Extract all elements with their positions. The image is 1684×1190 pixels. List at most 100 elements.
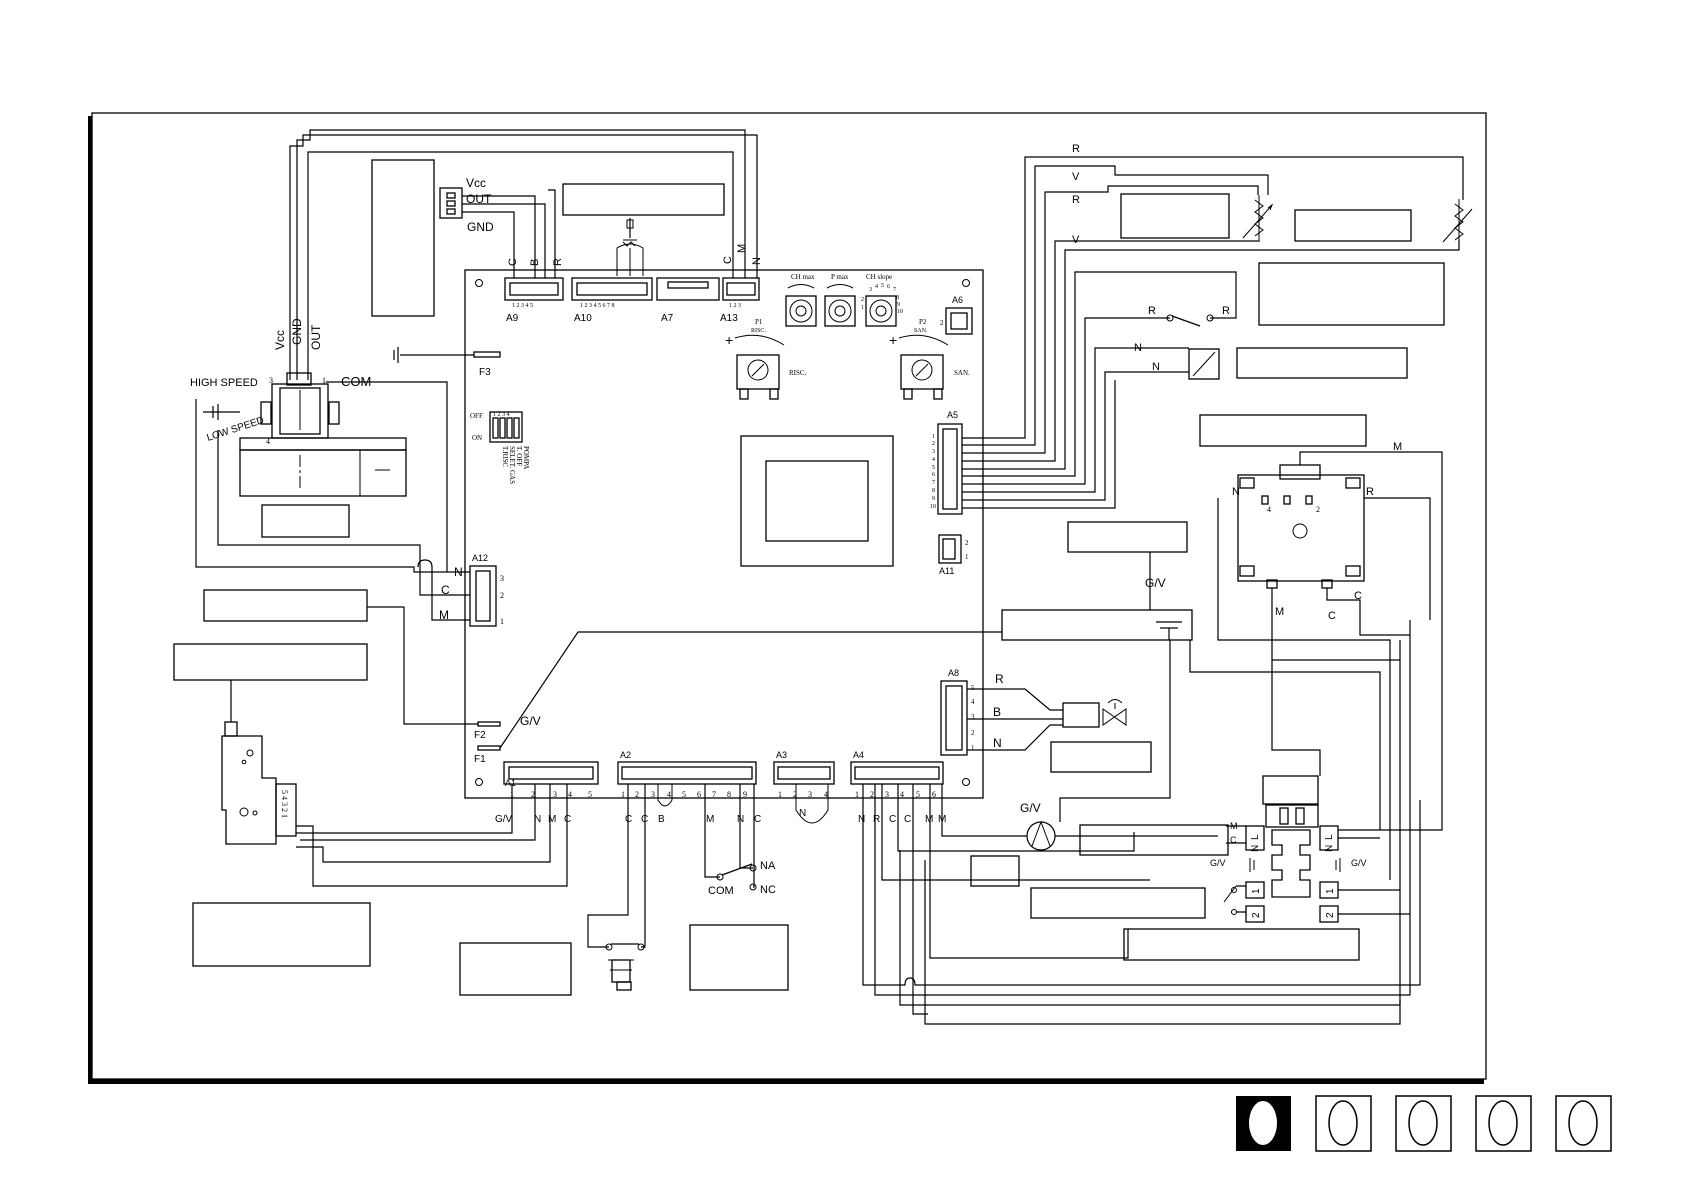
svg-text:4: 4 [900, 790, 904, 799]
svg-text:3: 3 [932, 449, 935, 455]
wire-a1-m: M [548, 814, 556, 825]
svg-text:2: 2 [870, 790, 874, 799]
label-a8: A8 [948, 668, 959, 678]
wire-r2: R [1072, 194, 1080, 206]
svg-text:2: 2 [1325, 912, 1336, 918]
wire-a1-gv: G/V [495, 814, 513, 825]
svg-text:5: 5 [881, 283, 884, 289]
svg-text:L: L [1250, 834, 1261, 840]
wire-a2-b: B [658, 814, 665, 825]
connector-a12: A12 3 2 1 [469, 553, 504, 627]
svg-text:9: 9 [897, 302, 900, 308]
a9-pin-r: R [552, 258, 564, 266]
wire-a12-c: C [441, 583, 450, 597]
page-indicator-3[interactable] [1395, 1095, 1452, 1152]
wiring [195, 129, 1464, 1025]
svg-text:1: 1 [621, 790, 625, 799]
svg-text:6: 6 [932, 790, 936, 799]
label-na: NA [760, 860, 776, 872]
wire-a8-r: R [995, 672, 1004, 686]
svg-text:3: 3 [808, 790, 812, 799]
wire-a2-c1: C [625, 814, 632, 825]
connector-a13: 1 2 3 A13 [720, 277, 760, 324]
label-sensor-gnd: GND [467, 220, 494, 234]
label-ch-slope: CH slope [866, 273, 892, 281]
svg-text:5: 5 [971, 684, 975, 692]
label-dip-on: ON [472, 434, 482, 442]
svg-text:1: 1 [965, 553, 969, 561]
svg-text:10: 10 [930, 504, 936, 510]
mount-hole [962, 279, 970, 287]
label-a4: A4 [853, 750, 864, 760]
svg-text:3: 3 [269, 376, 273, 385]
component-box [192, 902, 371, 967]
flow-switch: L N L N 1 2 1 2 M C G/V G/V [1210, 775, 1367, 923]
component-box [689, 924, 789, 991]
wire-a3-n: N [799, 808, 806, 819]
page-indicator-1[interactable] [1236, 1096, 1291, 1151]
trimmer-p1[interactable]: P1 RISC. + RISC. [725, 318, 807, 400]
label-p2-sub: SAN. [914, 328, 928, 334]
component-box [1294, 209, 1412, 242]
component-box [261, 504, 350, 538]
wire-sw-r2: R [1222, 305, 1230, 317]
relay-contact: NA NC COM [708, 860, 776, 897]
label-a12: A12 [472, 553, 488, 563]
svg-text:4: 4 [568, 790, 572, 799]
svg-text:2: 2 [531, 790, 535, 799]
label-a7: A7 [661, 313, 674, 324]
trimmer-p2[interactable]: P2 SAN. + SAN. [889, 318, 970, 400]
mount-hole [475, 279, 483, 287]
label-p-max: P max [831, 273, 849, 281]
label-a2: A2 [620, 750, 631, 760]
svg-text:8: 8 [932, 488, 935, 494]
a13-pin-m: M [736, 244, 748, 253]
wire-motor-c2: C [1354, 590, 1362, 602]
wire-a2-m: M [706, 814, 714, 825]
dip-switches[interactable]: OFF ON 1 2 3 4 POMPA T. OFF SELET. GAS T… [470, 411, 530, 484]
svg-text:L: L [1324, 834, 1335, 840]
svg-text:1: 1 [778, 790, 782, 799]
svg-text:2: 2 [971, 729, 975, 737]
gas-valve: 5 4 3 2 1 [221, 721, 297, 845]
ntc-thermistor-symbol [1242, 195, 1274, 240]
svg-text:2: 2 [861, 297, 864, 303]
page-indicator-5[interactable] [1555, 1095, 1612, 1152]
component-box [173, 643, 368, 681]
label-fan-out: OUT [309, 324, 323, 350]
svg-text:1: 1 [322, 376, 326, 385]
svg-text:4: 4 [932, 457, 935, 463]
earth-terminal-strip [1001, 609, 1193, 641]
component-box [1067, 521, 1188, 553]
page-selector[interactable] [1236, 1095, 1612, 1152]
svg-text:+: + [725, 332, 733, 348]
fuse-f3: F3 [393, 347, 501, 378]
a13-pin-c: C [722, 256, 734, 264]
label-a13: A13 [720, 313, 738, 324]
component-box [1199, 414, 1367, 447]
a13-pins: 1 2 3 [729, 303, 741, 309]
svg-text:4: 4 [667, 790, 671, 799]
wire-a8-n: N [993, 736, 1002, 750]
svg-text:5: 5 [588, 790, 592, 799]
svg-text:+: + [889, 332, 897, 348]
wire-a2-n: N [737, 814, 744, 825]
svg-text:1: 1 [971, 744, 975, 752]
knob-p-max[interactable]: P max [824, 273, 856, 327]
mount-hole [475, 778, 483, 786]
page-indicator-2[interactable] [1315, 1095, 1372, 1152]
connector-a8: A8 5 4 3 2 1 [940, 668, 975, 756]
svg-text:7: 7 [932, 480, 935, 486]
svg-text:8: 8 [727, 790, 731, 799]
knob-ch-slope[interactable]: CH slope 3 4 5 6 7 8 9 10 2 1 [861, 273, 903, 327]
wire-a8-b: B [993, 705, 1001, 719]
label-relay-com: COM [708, 885, 734, 897]
component-box [1236, 347, 1408, 379]
knob-ch-max[interactable]: CH max [785, 273, 817, 327]
wire-motor-m: M [1275, 606, 1284, 618]
svg-text:9: 9 [932, 496, 935, 502]
component-box [1123, 928, 1360, 961]
svg-text:10: 10 [897, 309, 903, 315]
svg-text:4: 4 [875, 284, 878, 290]
page-indicator-4[interactable] [1475, 1095, 1532, 1152]
